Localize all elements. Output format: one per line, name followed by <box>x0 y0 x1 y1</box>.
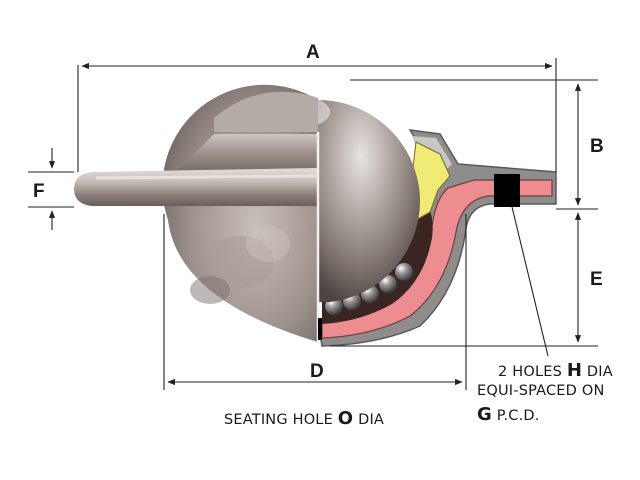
dim-b-label: B <box>590 136 604 157</box>
support-balls <box>325 263 413 315</box>
dim-e-label: E <box>590 269 603 290</box>
holes-note-line1: 2 HOLES H DIA <box>498 360 613 381</box>
holes-note-suffix: DIA <box>582 364 613 380</box>
holes-note-equispaced: EQUI-SPACED ON <box>477 383 605 399</box>
support-ball <box>379 275 397 293</box>
seating-note-suffix: DIA <box>353 412 385 428</box>
main-ball <box>318 99 421 302</box>
hole-leader-line <box>511 206 549 357</box>
housing-collar <box>178 134 318 170</box>
seating-note-key: O <box>337 408 354 429</box>
support-ball <box>395 263 413 281</box>
holes-note-suffix2: P.C.D. <box>491 408 540 424</box>
holes-note-line2: EQUI-SPACED ON <box>477 383 605 399</box>
mounting-hole-h <box>494 174 520 207</box>
flange-exterior <box>74 134 318 206</box>
housing-section <box>317 129 557 347</box>
dimension-lines <box>28 58 598 390</box>
holes-note-key: H <box>566 360 583 381</box>
seating-hole-note: SEATING HOLE O DIA <box>224 408 384 429</box>
holes-note-line3: G P.C.D. <box>477 404 540 425</box>
flange-plate <box>74 168 318 206</box>
holes-note-key2: G <box>477 404 492 425</box>
holes-note-prefix: 2 HOLES <box>498 364 567 380</box>
dim-f-label: F <box>33 181 45 202</box>
dim-a-label: A <box>306 42 320 63</box>
seating-note-prefix: SEATING HOLE <box>224 412 338 428</box>
dim-d-label: D <box>310 361 324 382</box>
bearing-race <box>322 190 433 324</box>
